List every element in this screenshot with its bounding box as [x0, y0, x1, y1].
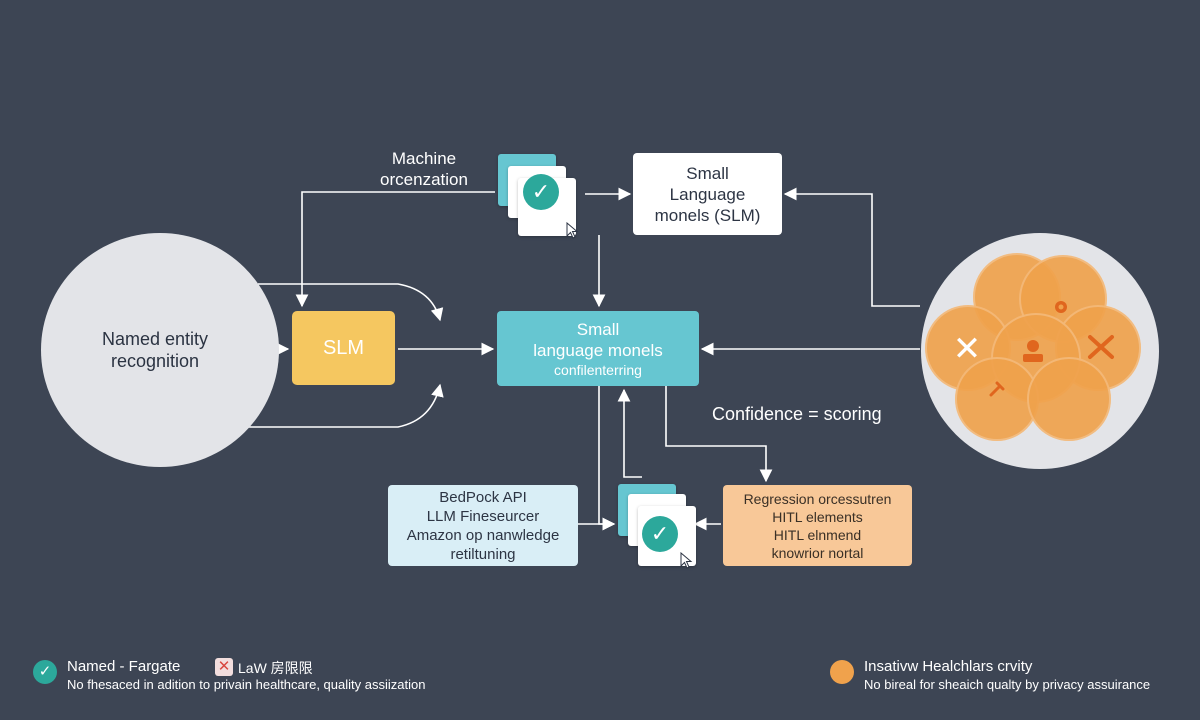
machine-label-text: Machine orcenzation: [380, 149, 468, 189]
bedrock-api-box: BedPock API LLM Fineseurcer Amazon op na…: [388, 485, 578, 566]
check-icon: ✓: [33, 660, 57, 684]
legend-law-label: LaW 房限限: [238, 660, 313, 676]
named-entity-circle: Named entity recognition: [41, 233, 279, 467]
center-line-2: language monels: [533, 340, 663, 360]
bottom-document-stack-icon: ✓: [616, 482, 706, 572]
arrow-center-to-bottom-docs: [598, 386, 616, 531]
person-icon: [1015, 337, 1051, 363]
slm-box-label: SLM: [322, 336, 365, 359]
legend-left-title: Named - Fargate: [67, 658, 181, 675]
arrow-center-to-regression: [665, 386, 773, 483]
bedrock-line-4: retiltuning: [450, 545, 516, 563]
right-cluster-circle: ✕: [921, 233, 1159, 469]
named-entity-label: Named entity recognition: [101, 329, 209, 371]
regression-box: Regression orcessutren HITL elements HIT…: [723, 485, 912, 566]
blob-bottom-left: [955, 357, 1039, 441]
legend-right-title: Insativw Healchlars crvity: [864, 658, 1033, 675]
x-icon: ✕: [215, 658, 233, 676]
bedrock-line-1: BedPock API: [439, 488, 527, 506]
cursor-icon: [566, 222, 579, 239]
regression-line-1: Regression orcessutren: [743, 490, 892, 507]
check-icon: ✓: [523, 174, 559, 210]
regression-line-3: HITL elnmend: [773, 526, 862, 543]
center-small-language-box: Small language monels confilenterring: [497, 311, 699, 386]
machine-label: Machine orcenzation: [370, 148, 478, 190]
arrow-machine-to-slm: [295, 191, 495, 308]
top-document-stack-icon: ✓: [496, 152, 586, 242]
arrow-circle-to-small-top: [783, 187, 920, 307]
center-line-1: Small: [576, 319, 620, 339]
wrench-icon: [985, 379, 1009, 404]
small-top-line-3: monels (SLM): [654, 205, 761, 225]
small-top-line-2: Language: [669, 184, 746, 204]
curve-arrow-upper: [258, 283, 444, 322]
curve-arrow-lower: [248, 383, 444, 428]
confidence-scoring-label: Confidence = scoring: [712, 404, 882, 424]
legend-right-desc: No bireal for sheaich qualty by privacy …: [864, 677, 1151, 692]
cursor-icon: [680, 552, 693, 569]
check-icon: ✓: [642, 516, 678, 552]
center-line-3: confilenterring: [554, 361, 642, 378]
legend-left-desc: No fhesaced in adition to privain health…: [67, 677, 426, 692]
dot-icon: [830, 660, 854, 684]
slm-box: SLM: [292, 311, 395, 385]
bedrock-line-3: Amazon op nanwledge: [406, 526, 560, 544]
bedrock-line-2: LLM Fineseurcer: [426, 507, 540, 525]
blob-bottom-right: [1027, 357, 1111, 441]
tools-icon: [1081, 331, 1121, 368]
regression-line-2: HITL elements: [772, 508, 863, 525]
x-mark-icon: ✕: [952, 330, 982, 368]
gear-icon: [1049, 297, 1073, 322]
small-top-line-1: Small: [686, 163, 729, 183]
arrow-bottom-docs-to-center: [617, 388, 642, 478]
small-language-models-box: Small Language monels (SLM): [633, 153, 782, 235]
regression-line-4: knowrior nortal: [771, 544, 864, 561]
